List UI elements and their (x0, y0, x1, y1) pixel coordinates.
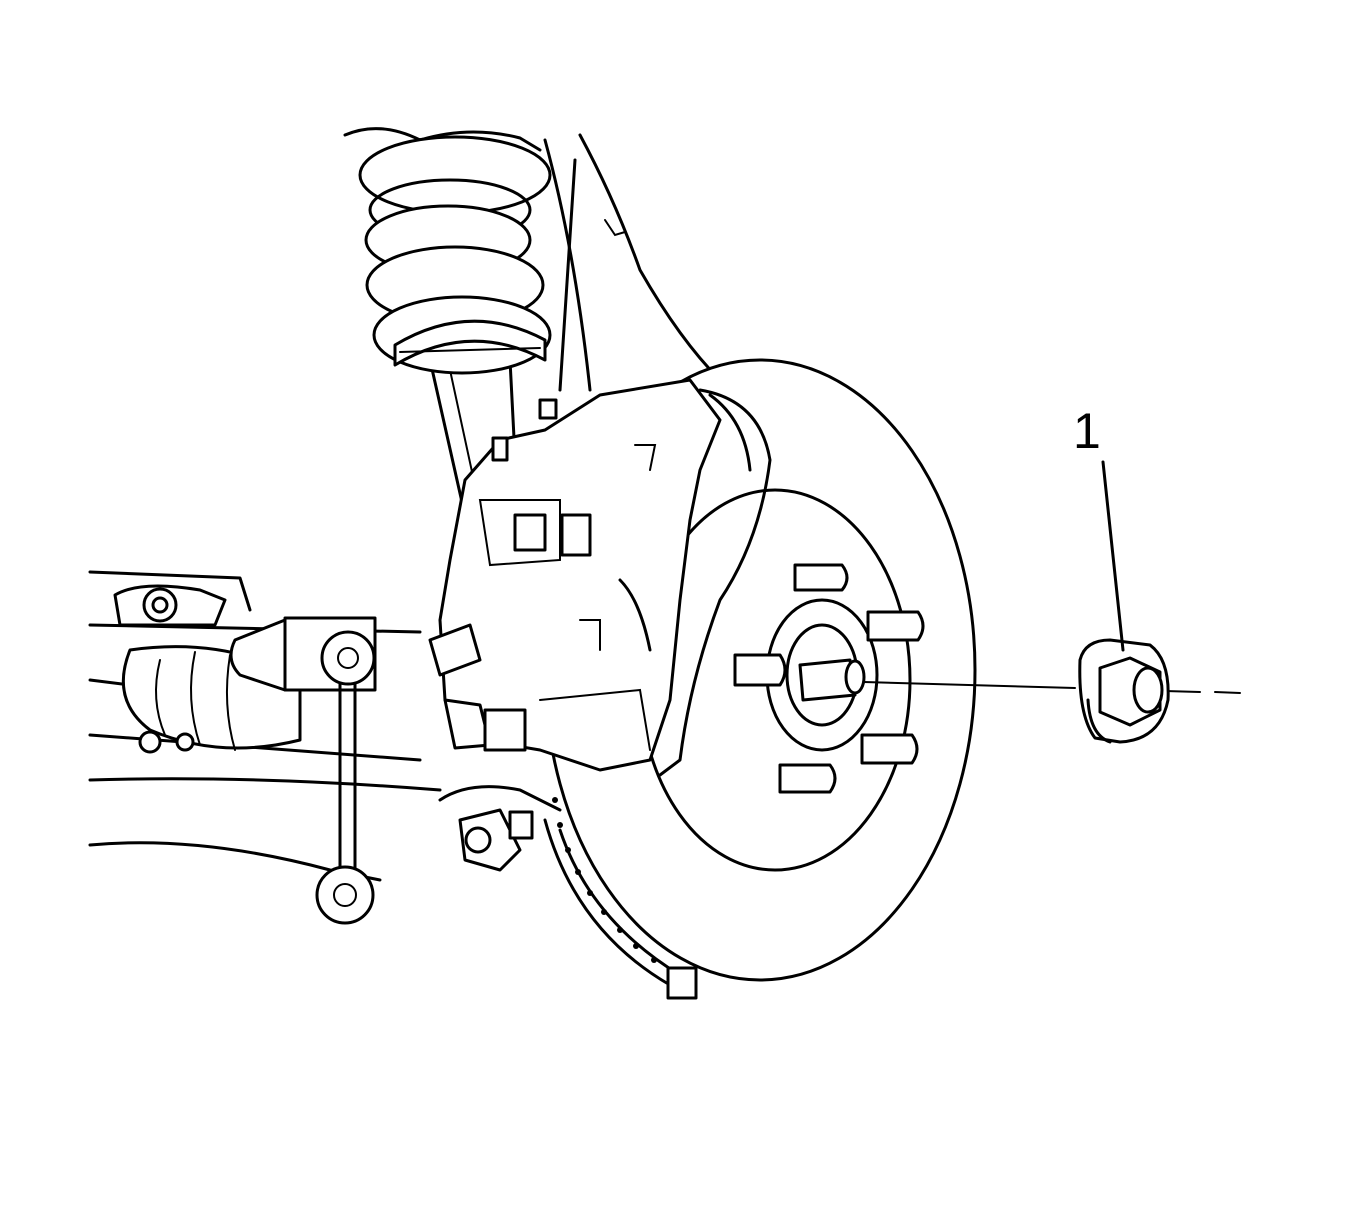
stabilizer-link (315, 630, 376, 925)
callout-1-label: 1 (1073, 403, 1101, 459)
wheel-studs (733, 563, 925, 794)
part-1-axle-nut (1078, 638, 1170, 744)
assembly-axis-line (863, 681, 1241, 694)
callout-1-leader (1101, 460, 1125, 652)
wheel-hub (733, 563, 925, 794)
brake-caliper (428, 378, 772, 777)
lower-ball-joint (438, 785, 562, 872)
drive-axle-assembly (88, 570, 442, 882)
callout-1: 1 (1073, 403, 1125, 652)
knuckle-upper-arm (543, 133, 722, 392)
